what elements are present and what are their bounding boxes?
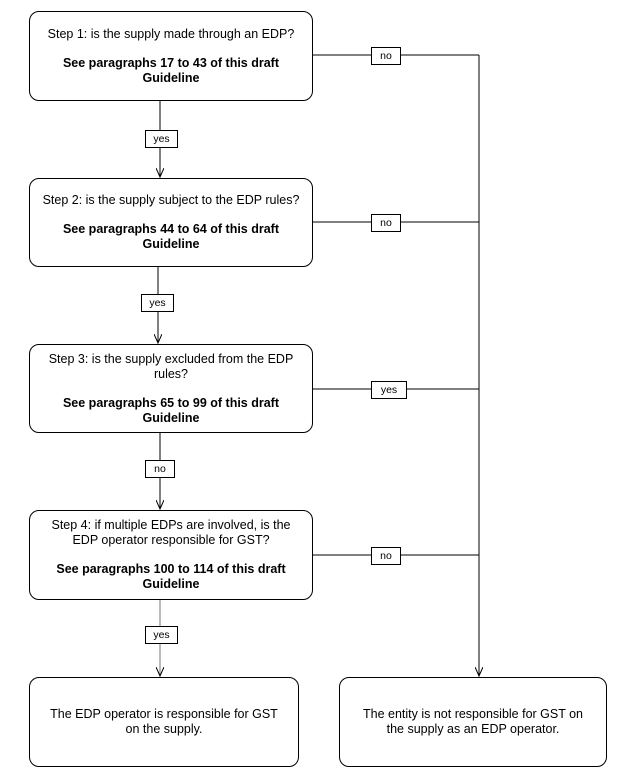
outcome-responsible-box: The EDP operator is responsible for GST …	[29, 677, 299, 767]
step-4-box: Step 4: if multiple EDPs are involved, i…	[29, 510, 313, 600]
step-4-side-label: no	[371, 547, 401, 565]
step-1-question: Step 1: is the supply made through an ED…	[47, 26, 295, 41]
step-3-box: Step 3: is the supply excluded from the …	[29, 344, 313, 433]
step-4-question: Step 4: if multiple EDPs are involved, i…	[51, 518, 291, 547]
step-1-down-label: yes	[145, 130, 178, 148]
step-3-side-label: yes	[371, 381, 407, 399]
step-2-question: Step 2: is the supply subject to the EDP…	[42, 193, 300, 207]
outcome-responsible-text: The EDP operator is responsible for GST …	[50, 707, 278, 736]
step-3-reference: See paragraphs 65 to 99 of this draft Gu…	[62, 395, 280, 425]
step-4-down-label: yes	[145, 626, 178, 644]
step-1-box: Step 1: is the supply made through an ED…	[29, 11, 313, 101]
step-3-question: Step 3: is the supply excluded from the …	[48, 351, 294, 381]
step-1-reference: See paragraphs 17 to 43 of this draft Gu…	[62, 55, 280, 85]
step-3-down-label: no	[145, 460, 175, 478]
step-2-side-label: no	[371, 214, 401, 232]
step-1-side-label: no	[371, 47, 401, 65]
step-2-reference: See paragraphs 44 to 64 of this draft Gu…	[62, 222, 280, 251]
step-4-reference: See paragraphs 100 to 114 of this draft …	[56, 562, 286, 591]
outcome-not-responsible-box: The entity is not responsible for GST on…	[339, 677, 607, 767]
step-2-down-label: yes	[141, 294, 174, 312]
outcome-not-responsible-text: The entity is not responsible for GST on…	[362, 707, 584, 736]
step-2-box: Step 2: is the supply subject to the EDP…	[29, 178, 313, 267]
